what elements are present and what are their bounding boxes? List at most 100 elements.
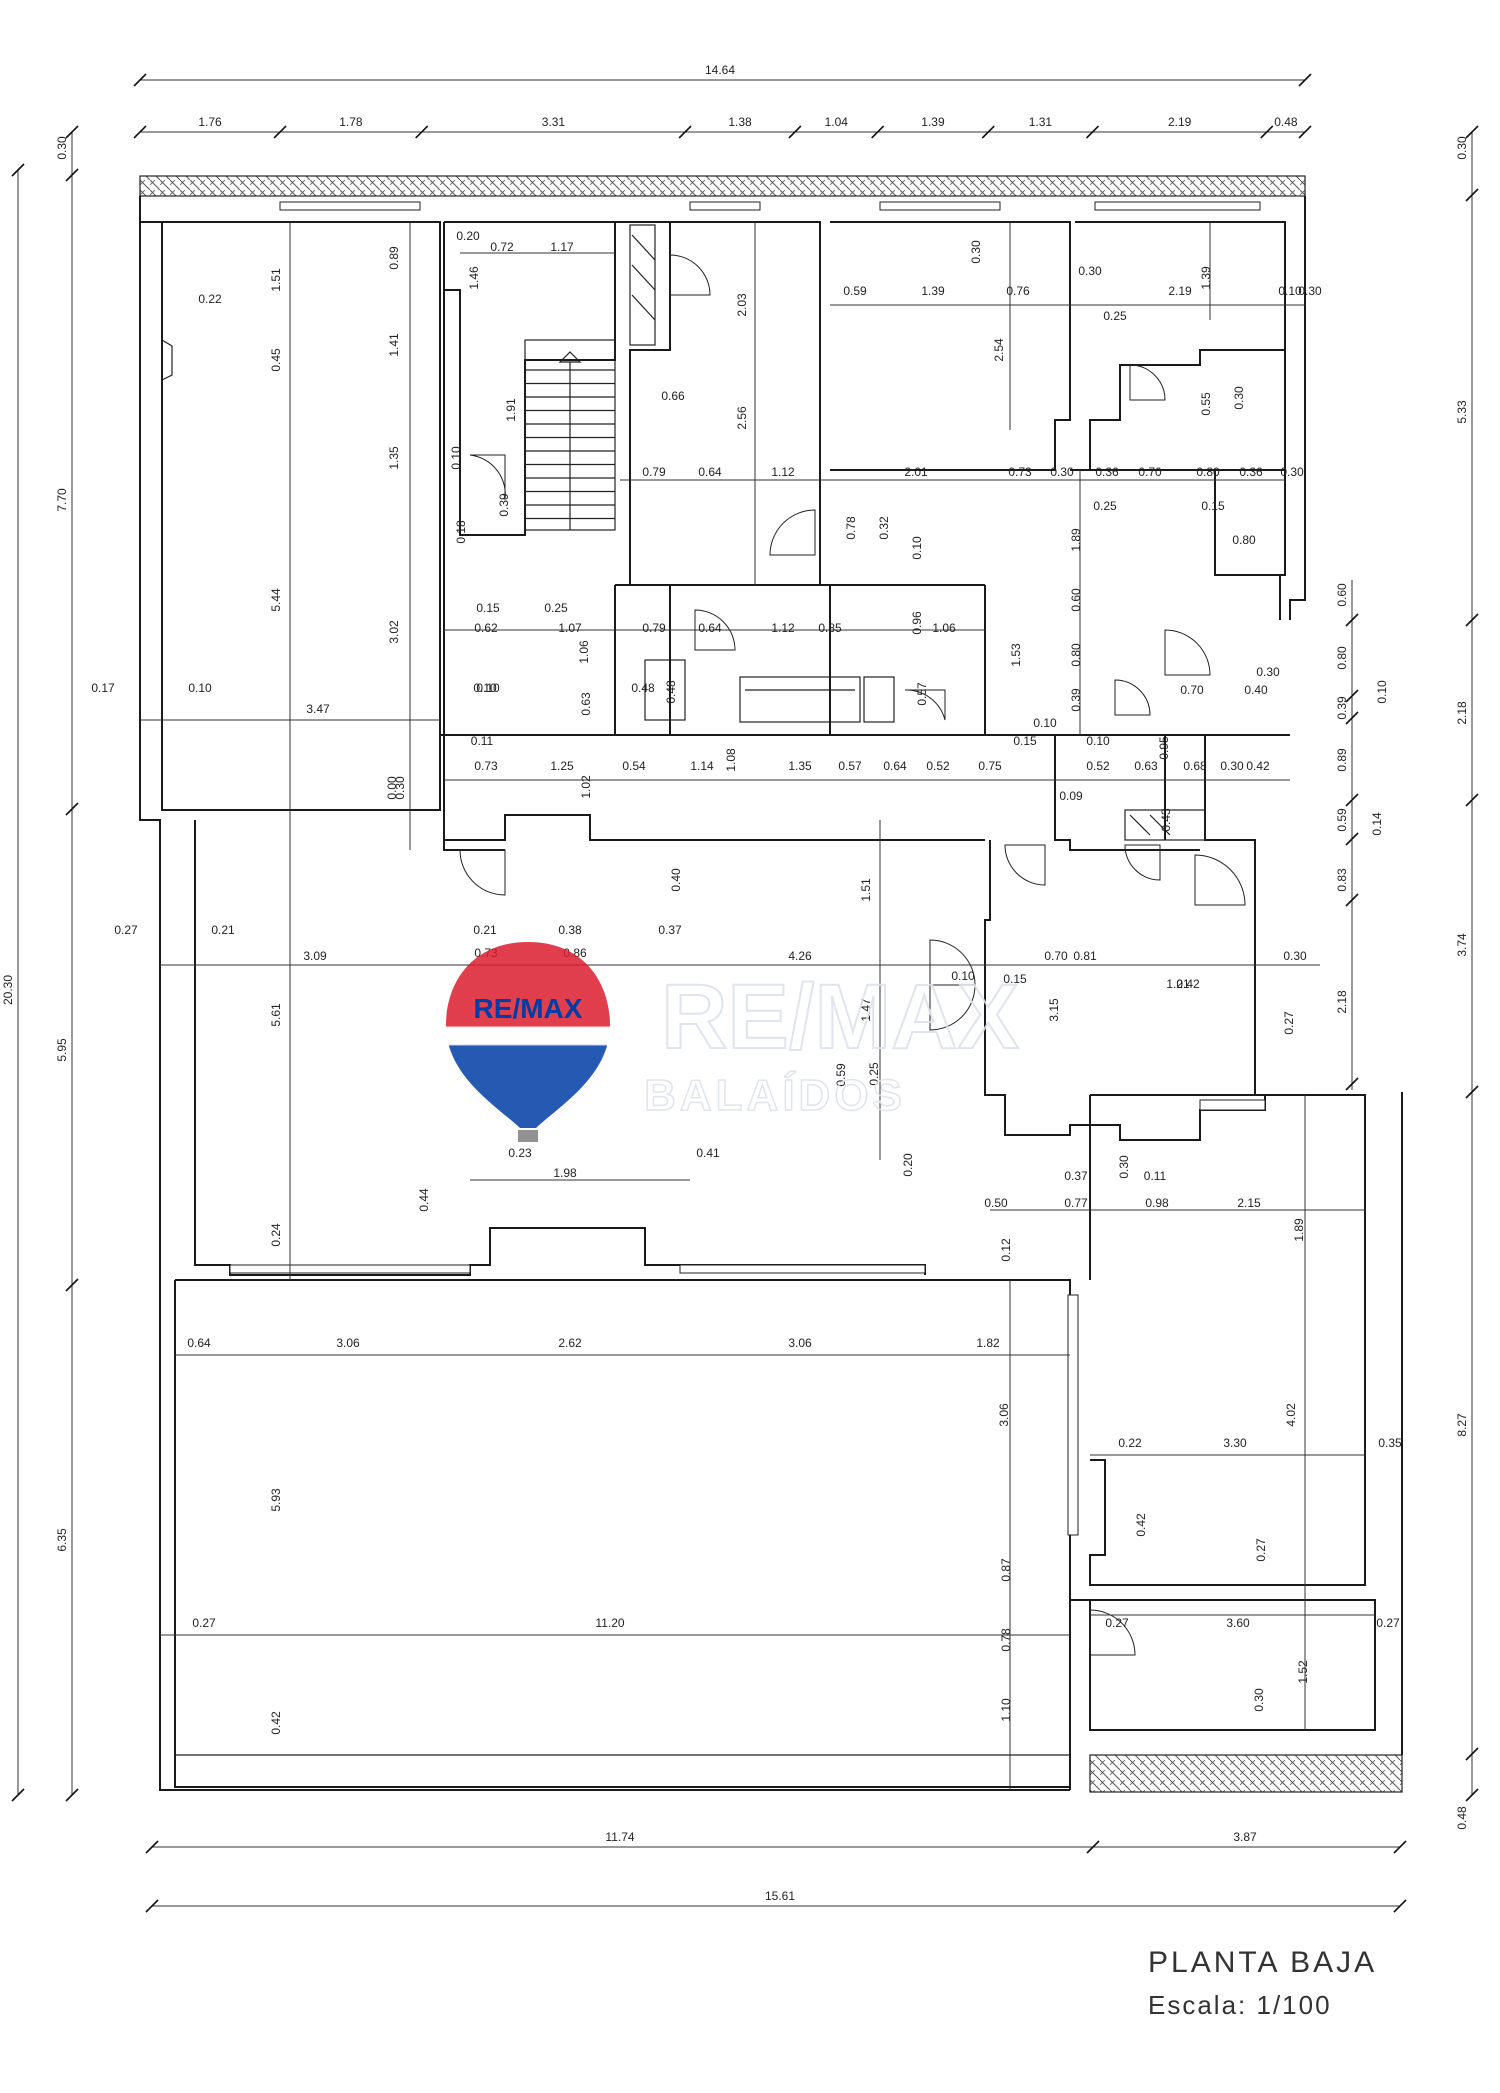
dim-label: 0.30 (969, 240, 983, 264)
dim-ri-1: 0.60 (1335, 583, 1349, 607)
door-corridor (459, 849, 506, 896)
dim-label: 0.43 (1159, 808, 1173, 832)
dim-label: 3.06 (997, 1403, 1011, 1427)
dim-label: 0.66 (661, 389, 685, 403)
dim-label: 0.23 (508, 1146, 532, 1160)
door-bath-2 (1114, 679, 1151, 716)
dim-right-2: 5.33 (1455, 400, 1469, 424)
dim-label: 0.38 (558, 923, 582, 937)
door-stair (669, 254, 711, 296)
door-double-living (929, 939, 976, 1031)
dim-label: 0.76 (1006, 284, 1030, 298)
dim-label: 0.30 (1078, 264, 1102, 278)
dim-label: 0.10 (473, 681, 497, 695)
dim-label: 0.27 (1376, 1616, 1400, 1630)
interior-dimension-lines (140, 222, 1375, 1790)
dim-label: 1.51 (859, 878, 873, 902)
dimension-right-inner: 0.60 0.80 0.39 0.89 0.59 0.83 2.18 0.10 … (1335, 580, 1389, 1091)
dim-label: 0.85 (818, 621, 842, 635)
dim-label: 0.78 (844, 516, 858, 540)
door-hall-right (1164, 629, 1211, 676)
dim-label: 1.39 (1199, 266, 1213, 290)
dim-label: 0.59 (843, 284, 867, 298)
top-row-label-2: 3.31 (542, 115, 566, 129)
dim-label: 2.54 (992, 338, 1006, 362)
dim-label: 0.48 (631, 681, 655, 695)
top-row-label-0: 1.76 (198, 115, 222, 129)
plan-title: PLANTA BAJA (1148, 1946, 1378, 1979)
dim-label: 0.64 (883, 759, 907, 773)
dim-label: 0.30 (1298, 284, 1322, 298)
dim-label: 1.07 (558, 621, 582, 635)
dim-label: 4.26 (788, 949, 812, 963)
top-row-tick-2 (415, 125, 429, 139)
dim-label: 0.63 (1134, 759, 1158, 773)
dim-label: 0.70 (1138, 465, 1162, 479)
dim-label: 0.98 (1145, 1196, 1169, 1210)
dim-ri-6: 0.83 (1335, 868, 1349, 892)
door-office (1194, 854, 1246, 906)
dim-label: 0.25 (544, 601, 568, 615)
dim-label: 0.10 (910, 536, 924, 560)
dim-label: 0.24 (269, 1223, 283, 1247)
dim-label: 0.22 (1118, 1436, 1142, 1450)
dim-label: 0.11 (471, 734, 494, 748)
dim-label: 2.62 (558, 1336, 582, 1350)
dim-top-total-label: 14.64 (705, 63, 735, 77)
dim-label: 0.57 (915, 682, 929, 706)
dim-label: 0.15 (476, 601, 500, 615)
dim-label: 0.80 (1196, 465, 1220, 479)
dim-label: 0.36 (1239, 465, 1263, 479)
dim-label: 2.56 (735, 406, 749, 430)
dim-label: 1.21 (1166, 977, 1190, 991)
dim-ri-8: 0.10 (1375, 680, 1389, 704)
dim-label: 0.54 (622, 759, 646, 773)
dim-ri-2: 0.80 (1335, 646, 1349, 670)
dim-label: 1.89 (1069, 528, 1083, 552)
dim-label: 0.44 (417, 1188, 431, 1212)
dim-label: 2.15 (1237, 1196, 1261, 1210)
dim-label: 0.30 (393, 776, 407, 800)
dim-label: 1.47 (859, 998, 873, 1022)
dim-label: 1.39 (921, 284, 945, 298)
dim-label: 1.02 (579, 775, 593, 799)
top-row-label-1: 1.78 (339, 115, 363, 129)
dim-label: 0.64 (698, 621, 722, 635)
dim-ri-4: 0.89 (1335, 748, 1349, 772)
dim-left-4: 6.35 (55, 1528, 69, 1552)
top-row-tick-1 (273, 125, 287, 139)
top-row-tick-0 (133, 125, 147, 139)
door-pantry (694, 609, 736, 651)
door-living-hall (1004, 844, 1046, 886)
dim-label: 1.98 (553, 1166, 577, 1180)
window-living-1 (229, 1264, 471, 1274)
dim-label: 0.21 (473, 923, 497, 937)
top-row-label-5: 1.39 (921, 115, 945, 129)
dim-label: 0.30 (1252, 1688, 1266, 1712)
dim-left-total: 20.30 (1, 975, 15, 1005)
dim-label: 4.02 (1284, 1403, 1298, 1427)
doors (459, 254, 1246, 1656)
dim-bottom-total-label: 15.61 (765, 1889, 795, 1903)
dim-label: 0.40 (669, 868, 683, 892)
dim-label: 0.15 (1003, 972, 1027, 986)
dim-right-4: 3.74 (1455, 933, 1469, 957)
north-facade-strip (139, 175, 1306, 197)
dim-label: 1.17 (550, 240, 574, 254)
door-kitchen (769, 509, 816, 556)
dim-label: 0.57 (838, 759, 862, 773)
dim-label: 3.06 (336, 1336, 360, 1350)
dim-label: 1.41 (387, 333, 401, 357)
title-block: PLANTA BAJA Escala: 1/100 (1148, 1946, 1377, 2021)
dim-label: 0.50 (984, 1196, 1008, 1210)
exterior-walls (139, 175, 1403, 1793)
window-porch (1067, 1294, 1079, 1536)
dim-label: 0.25 (1093, 499, 1117, 513)
dim-label: 0.27 (1254, 1538, 1268, 1562)
dim-label: 0.39 (1069, 688, 1083, 712)
dim-label: 0.11 (1144, 1169, 1167, 1183)
dim-label: 0.55 (1199, 392, 1213, 416)
hot-air-balloon-icon (446, 942, 610, 1128)
dim-label: 0.32 (877, 516, 891, 540)
